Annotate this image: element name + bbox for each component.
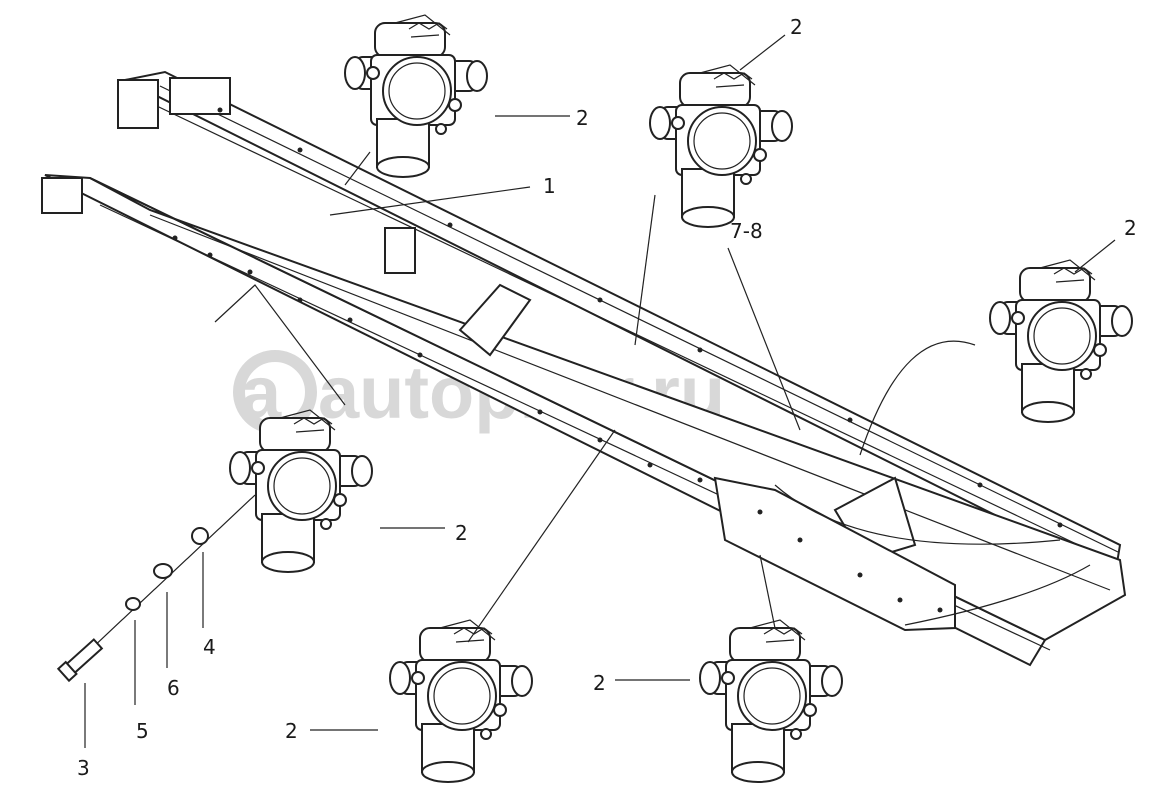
- valve-top-right: [649, 64, 793, 228]
- valve-top-center: [344, 14, 488, 178]
- callout-valve-6: 2: [593, 671, 606, 695]
- frame-rail-left: [41, 174, 1127, 667]
- leader-lines: [84, 34, 1116, 748]
- callout-washer: 6: [167, 676, 180, 700]
- callout-frame: 1: [543, 174, 556, 198]
- fastener-stack: [56, 494, 256, 683]
- callout-valve-1: 2: [576, 106, 589, 130]
- frame-rail-right: [117, 70, 1122, 577]
- frame-rivet-holes: [172, 107, 1063, 613]
- callout-valve-3: 2: [1124, 216, 1137, 240]
- callout-washer-small: 5: [136, 719, 149, 743]
- callout-labels: 1 2 2 2 2 2 2 7-8 3 5 6 4: [77, 15, 1137, 780]
- valve-bottom-right: [699, 619, 843, 783]
- callout-valve-5: 2: [285, 719, 298, 743]
- valve-bottom-center: [389, 619, 533, 783]
- callout-nut: 4: [203, 635, 216, 659]
- callout-valve-2: 2: [790, 15, 803, 39]
- valve-right: [989, 259, 1133, 423]
- valve-left: [229, 409, 373, 573]
- callout-bolt: 3: [77, 756, 90, 780]
- callout-valve-4: 2: [455, 521, 468, 545]
- callout-bracket: 7-8: [730, 219, 763, 243]
